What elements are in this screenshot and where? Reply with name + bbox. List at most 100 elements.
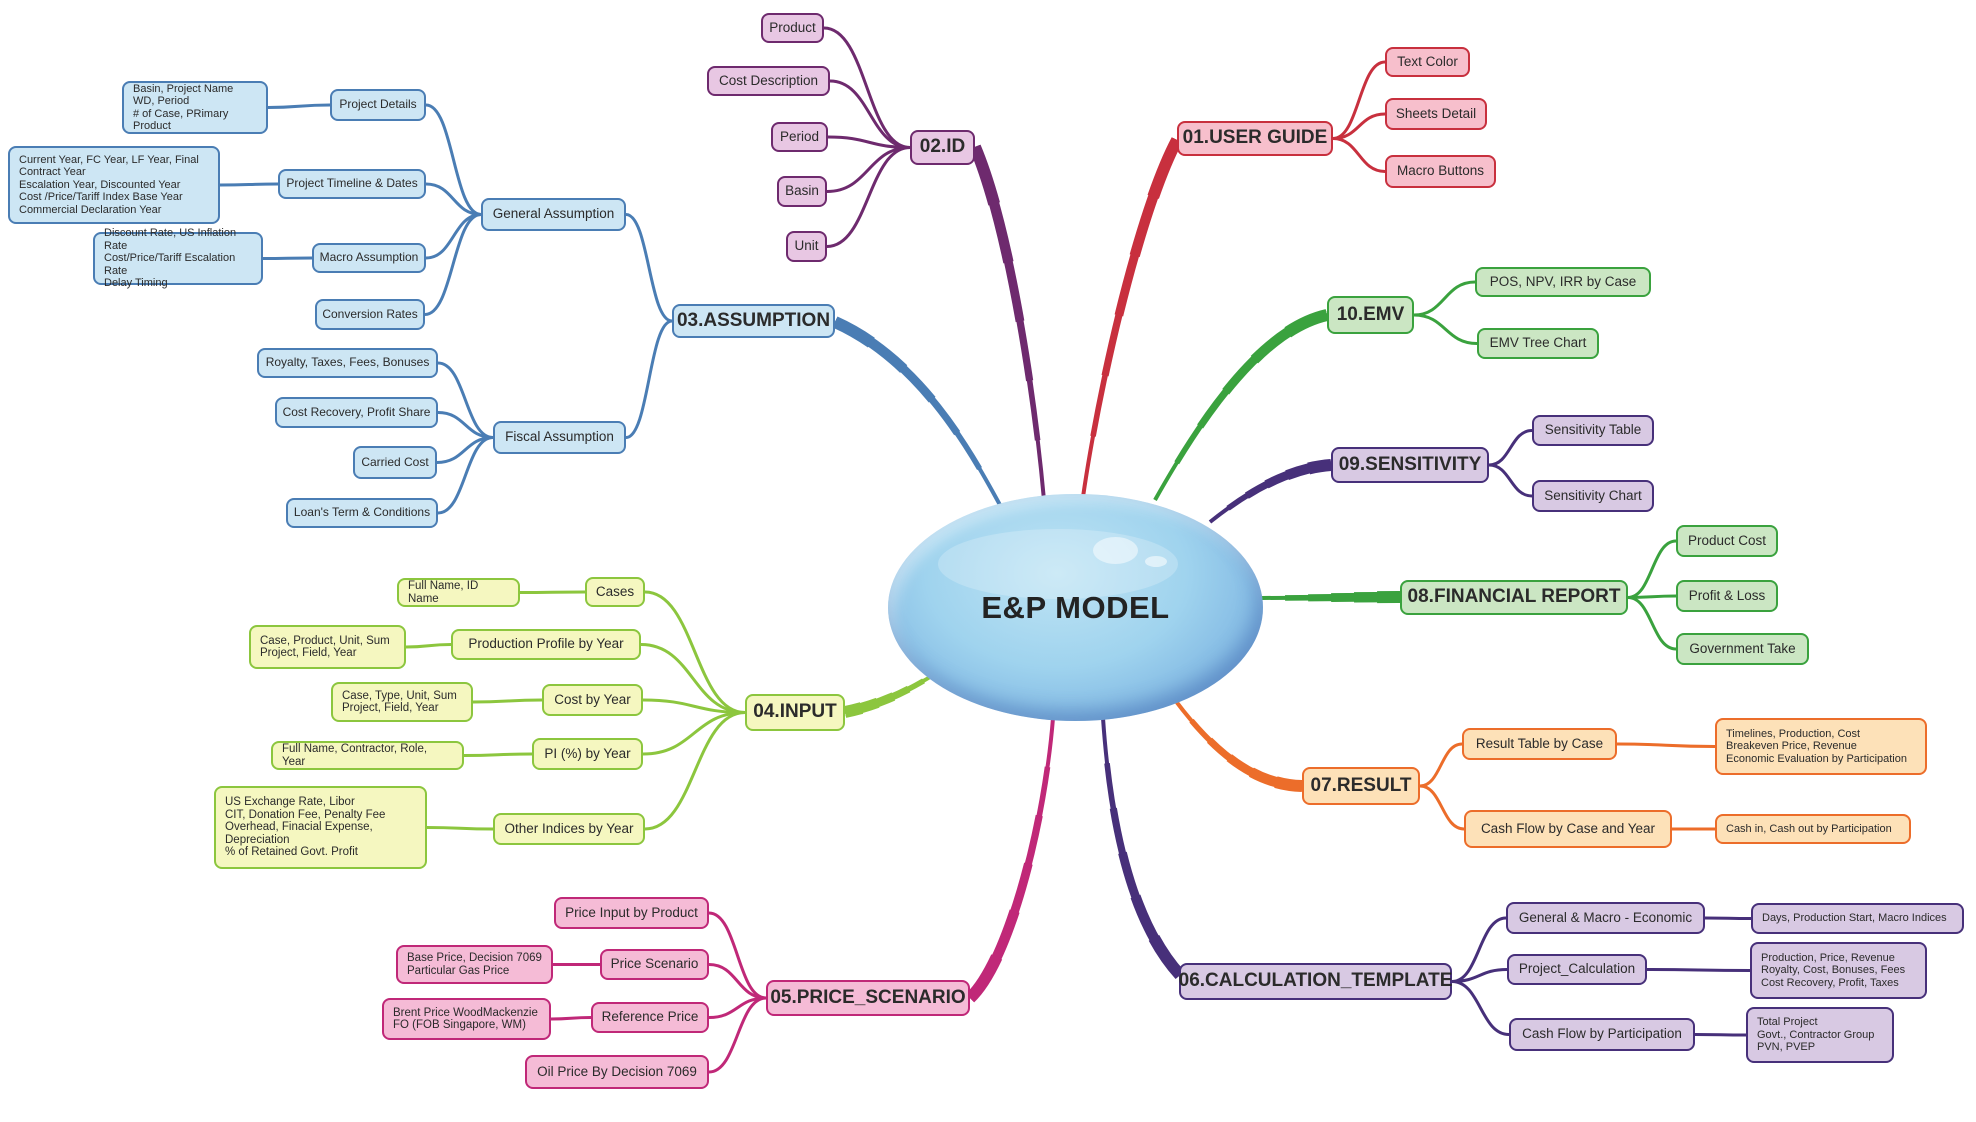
financial-report-child-label: Product Cost: [1687, 532, 1767, 548]
result-detail-note[interactable]: Timelines, Production, Cost Breakeven Pr…: [1715, 718, 1927, 775]
branch-calculation-template[interactable]: 06.CALCULATION_TEMPLATE: [1179, 963, 1452, 1000]
calculation-template-child[interactable]: Project_Calculation: [1507, 954, 1647, 985]
financial-report-connector: [1626, 594, 1678, 599]
main-branch-price-scenario: [968, 717, 1056, 1001]
branch-sensitivity[interactable]: 09.SENSITIVITY: [1331, 447, 1489, 483]
fiscal-assumption-child-label: Loan's Term & Conditions: [293, 505, 431, 520]
branch-user-guide[interactable]: 01.USER GUIDE: [1177, 121, 1333, 156]
financial-report-child[interactable]: Government Take: [1676, 633, 1809, 665]
input-detail-note[interactable]: US Exchange Rate, Libor CIT, Donation Fe…: [214, 786, 427, 869]
price-scenario-child[interactable]: Oil Price By Decision 7069: [525, 1055, 709, 1089]
branch-emv[interactable]: 10.EMV: [1327, 296, 1414, 334]
input-detail-note-label: Full Name, ID Name: [408, 580, 479, 605]
price-scenario-child-label: Oil Price By Decision 7069: [537, 1063, 697, 1079]
emv-child-label: POS, NPV, IRR by Case: [1489, 273, 1637, 289]
general-assumption-detail-note-label: Current Year, FC Year, LF Year, Final Co…: [19, 153, 199, 216]
calculation-template-detail-note[interactable]: Days, Production Start, Macro Indices: [1751, 903, 1964, 934]
sensitivity-child[interactable]: Sensitivity Table: [1532, 415, 1654, 446]
hub-bubble: [1145, 556, 1167, 567]
general-assumption-detail-note-label: Discount Rate, US Inflation Rate Cost/Pr…: [104, 227, 237, 290]
general-assumption-note-connector: [218, 182, 280, 187]
input-detail-note[interactable]: Case, Type, Unit, Sum Project, Field, Ye…: [331, 682, 473, 722]
general-assumption-child-label: Project Details: [339, 97, 417, 112]
calculation-template-child[interactable]: Cash Flow by Participation: [1509, 1018, 1695, 1051]
general-assumption-detail-note[interactable]: Discount Rate, US Inflation Rate Cost/Pr…: [93, 227, 263, 289]
fiscal-assumption-child[interactable]: Royalty, Taxes, Fees, Bonuses: [257, 348, 438, 378]
main-branch-assumption: [833, 317, 1004, 508]
branch-input[interactable]: 04.INPUT: [745, 694, 845, 731]
general-assumption-child[interactable]: Project Timeline & Dates: [278, 169, 426, 199]
calculation-template-detail-note[interactable]: Total Project Govt., Contractor Group PV…: [1746, 1007, 1894, 1063]
user-guide-child-label: Text Color: [1397, 53, 1458, 69]
branch-id[interactable]: 02.ID: [910, 130, 975, 165]
calculation-template-detail-note[interactable]: Production, Price, Revenue Royalty, Cost…: [1750, 942, 1927, 999]
price-scenario-detail-note[interactable]: Base Price, Decision 7069 Particular Gas…: [396, 945, 553, 984]
result-detail-note-label: Cash in, Cash out by Participation: [1726, 822, 1892, 835]
input-child[interactable]: Other Indices by Year: [493, 813, 645, 845]
fiscal-assumption-node[interactable]: Fiscal Assumption: [493, 421, 626, 454]
input-child[interactable]: Cost by Year: [542, 684, 643, 716]
branch-result[interactable]: 07.RESULT: [1302, 767, 1420, 805]
financial-report-child-label: Government Take: [1689, 640, 1796, 656]
fiscal-assumption-child-label: Cost Recovery, Profit Share: [282, 404, 431, 419]
main-branch-price-scenario: [966, 717, 1059, 1002]
fiscal-assumption-child[interactable]: Carried Cost: [353, 446, 437, 479]
id-child[interactable]: Product: [761, 13, 824, 43]
input-child[interactable]: Production Profile by Year: [451, 629, 641, 660]
financial-report-child[interactable]: Product Cost: [1676, 525, 1778, 557]
fiscal-assumption-child[interactable]: Loan's Term & Conditions: [286, 498, 438, 528]
general-assumption-detail-note[interactable]: Current Year, FC Year, LF Year, Final Co…: [8, 146, 220, 224]
id-child[interactable]: Cost Description: [707, 66, 830, 96]
financial-report-child[interactable]: Profit & Loss: [1676, 580, 1778, 612]
user-guide-child-label: Macro Buttons: [1396, 163, 1485, 179]
user-guide-child[interactable]: Text Color: [1385, 47, 1470, 77]
price-scenario-child[interactable]: Reference Price: [591, 1002, 709, 1033]
price-scenario-detail-note[interactable]: Brent Price WoodMackenzie FO (FOB Singap…: [382, 998, 551, 1040]
fiscal-assumption-child[interactable]: Cost Recovery, Profit Share: [275, 397, 438, 428]
input-detail-note[interactable]: Full Name, Contractor, Role, Year: [271, 741, 464, 770]
general-assumption-node[interactable]: General Assumption: [481, 198, 626, 231]
user-guide-child[interactable]: Sheets Detail: [1385, 98, 1487, 130]
general-assumption-child[interactable]: Conversion Rates: [315, 299, 425, 330]
input-child-label: Cases: [595, 583, 635, 599]
price-scenario-child[interactable]: Price Input by Product: [554, 897, 709, 929]
main-branch-assumption: [833, 318, 1004, 507]
calculation-template-detail-note-label: Production, Price, Revenue Royalty, Cost…: [1761, 951, 1906, 989]
main-branch-assumption: [833, 319, 1003, 507]
general-assumption-child[interactable]: Macro Assumption: [312, 243, 426, 273]
main-branch-id: [969, 144, 1050, 501]
fiscal-assumption-child-label: Royalty, Taxes, Fees, Bonuses: [265, 355, 430, 370]
financial-report-connector: [1626, 596, 1678, 651]
id-child[interactable]: Basin: [777, 176, 827, 207]
emv-child[interactable]: EMV Tree Chart: [1477, 328, 1599, 359]
central-node[interactable]: E&P MODEL: [888, 494, 1263, 721]
sensitivity-connector: [1487, 463, 1534, 498]
branch-financial-report[interactable]: 08.FINANCIAL REPORT: [1400, 580, 1628, 615]
branch-assumption[interactable]: 03.ASSUMPTION: [672, 304, 835, 338]
emv-connector: [1412, 313, 1479, 345]
user-guide-child[interactable]: Macro Buttons: [1385, 155, 1496, 188]
calculation-template-child[interactable]: General & Macro - Economic: [1506, 902, 1705, 934]
sensitivity-child[interactable]: Sensitivity Chart: [1532, 480, 1654, 512]
input-detail-note-label: Full Name, Contractor, Role, Year: [282, 743, 428, 768]
result-detail-note-label: Timelines, Production, Cost Breakeven Pr…: [1726, 727, 1907, 765]
id-child[interactable]: Unit: [786, 231, 827, 262]
input-child[interactable]: PI (%) by Year: [532, 738, 643, 770]
calculation-template-note-connector: [1645, 968, 1752, 972]
result-child[interactable]: Result Table by Case: [1462, 728, 1617, 760]
general-assumption-child[interactable]: Project Details: [330, 89, 426, 121]
input-child[interactable]: Cases: [585, 577, 645, 607]
result-child[interactable]: Cash Flow by Case and Year: [1464, 810, 1672, 848]
general-assumption-detail-note[interactable]: Basin, Project Name WD, Period # of Case…: [122, 81, 268, 134]
price-scenario-child[interactable]: Price Scenario: [600, 949, 709, 980]
id-child[interactable]: Period: [771, 122, 828, 152]
calculation-template-detail-note-label: Total Project Govt., Contractor Group PV…: [1757, 1016, 1875, 1054]
input-detail-note[interactable]: Case, Product, Unit, Sum Project, Field,…: [249, 625, 406, 669]
result-detail-note[interactable]: Cash in, Cash out by Participation: [1715, 814, 1911, 844]
input-child-label: Other Indices by Year: [504, 820, 634, 836]
branch-price-scenario[interactable]: 05.PRICE_SCENARIO: [766, 980, 970, 1016]
input-detail-note[interactable]: Full Name, ID Name: [397, 578, 520, 607]
assumption-connector: [624, 213, 674, 323]
result-connector: [1418, 742, 1464, 788]
emv-child[interactable]: POS, NPV, IRR by Case: [1475, 267, 1651, 297]
